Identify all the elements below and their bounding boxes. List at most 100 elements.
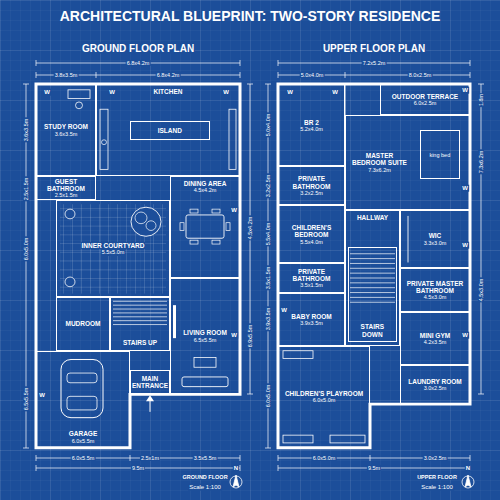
room: KITCHENISLAND bbox=[96, 84, 240, 176]
window-mark: W bbox=[108, 89, 116, 96]
stairs: STAIRS DOWN bbox=[348, 247, 397, 342]
window-mark: W bbox=[461, 87, 469, 94]
dimension: 7.2x5.2m bbox=[362, 60, 387, 66]
outer-wall bbox=[278, 84, 470, 448]
room-name: STAIRS UP bbox=[123, 339, 157, 346]
stairs: STAIRS UP bbox=[110, 297, 170, 350]
room-dimension: 7.3x6.2m bbox=[368, 167, 391, 173]
room: MUDROOM bbox=[56, 297, 110, 350]
room-name: OUTDOOR TERRACE bbox=[392, 93, 458, 100]
dimension: 9.5m bbox=[367, 465, 381, 471]
terrace: OUTDOOR TERRACE6.0x2.5m bbox=[380, 84, 470, 115]
room: PRIVATE MASTER BATHROOM4.5x3.0m bbox=[400, 268, 470, 312]
dimension: 3.6x3.5m bbox=[23, 118, 29, 143]
room-dimension: 3.5x1.5m bbox=[300, 282, 323, 288]
room: MINI GYM4.2x3.5m bbox=[400, 312, 470, 365]
room-name: DINING AREA bbox=[184, 180, 227, 187]
window-mark: W bbox=[222, 89, 230, 96]
dimension: 3.2x2.5m bbox=[265, 174, 271, 199]
compass-circle bbox=[230, 476, 242, 488]
dimension-ticks bbox=[265, 60, 484, 471]
room-dimension: 6.0x5.0m bbox=[313, 397, 336, 403]
window-mark: W bbox=[43, 89, 51, 96]
room-dimension: 4.5x4.2m bbox=[194, 187, 217, 193]
dimension: 6.0x5.0m bbox=[265, 384, 271, 409]
dimension: 3.5x1.5m bbox=[265, 266, 271, 291]
room-dimension: 5.2x4.0m bbox=[300, 126, 323, 132]
room: CHILDREN'S BEDROOM5.5x4.0m bbox=[278, 205, 345, 263]
room-name: MINI GYM bbox=[420, 332, 450, 339]
plan-heading: UPPER FLOOR PLAN bbox=[322, 43, 426, 54]
room-name: PRIVATE BATHROOM bbox=[281, 175, 342, 190]
dimension: 5.0x4.0m bbox=[300, 72, 325, 78]
room-name: MASTER BEDROOM SUITE bbox=[348, 152, 411, 167]
room-dimension: 2.5x1.5m bbox=[55, 192, 78, 198]
room-dimension: 3.6x3.5m bbox=[55, 131, 78, 137]
window-mark: W bbox=[230, 207, 238, 214]
window-mark: W bbox=[286, 89, 294, 96]
wardrobe-rail bbox=[408, 216, 409, 263]
kitchen-island: ISLAND bbox=[130, 121, 210, 140]
sofa bbox=[182, 377, 228, 387]
room-name: BR 2 bbox=[304, 119, 319, 126]
dimension: 4.5x4.2m bbox=[247, 216, 253, 241]
room: STUDY ROOM3.6x3.5m bbox=[36, 84, 96, 176]
room: GUEST BATHROOM2.5x1.5m bbox=[36, 176, 96, 200]
shelf bbox=[330, 435, 365, 443]
dimension-line bbox=[481, 84, 482, 394]
dimension: 6.0x5.5m bbox=[71, 455, 96, 461]
room-name: LAUNDRY ROOM bbox=[408, 378, 461, 385]
dimension: 9.5m bbox=[131, 465, 145, 471]
room-dimension: 6.0x5.5m bbox=[72, 438, 95, 444]
tree-canopy bbox=[146, 221, 156, 231]
room: BABY ROOM3.9x3.5m bbox=[278, 293, 345, 346]
room-name: MUDROOM bbox=[65, 320, 100, 327]
room-dimension: 4.2x3.5m bbox=[424, 339, 447, 345]
counter bbox=[100, 109, 108, 169]
scale-note: GROUND FLOOR bbox=[181, 474, 228, 480]
window-mark: W bbox=[461, 185, 469, 192]
chair bbox=[76, 102, 83, 109]
entrance: MAIN ENTRANCE bbox=[130, 370, 170, 394]
entrance-arrowhead bbox=[146, 395, 154, 401]
room-name: STUDY ROOM bbox=[44, 123, 88, 130]
dining-table bbox=[186, 215, 224, 238]
courtyard-paving bbox=[60, 204, 166, 293]
compass-needle bbox=[233, 475, 239, 487]
scale-note: Scale 1:100 bbox=[188, 484, 222, 491]
room-name: HALLWAY bbox=[357, 214, 388, 221]
room-name: WIC bbox=[429, 232, 442, 239]
hallway: HALLWAY STAIRS DOWN bbox=[345, 210, 400, 346]
chair bbox=[212, 240, 220, 244]
dimension: 3.0x2.5m bbox=[423, 455, 448, 461]
room-name: ISLAND bbox=[158, 127, 182, 134]
chair bbox=[190, 209, 198, 213]
scale-note: UPPER FLOOR bbox=[416, 474, 458, 480]
window-mark: W bbox=[280, 307, 288, 314]
dimension: 5.0x4.0m bbox=[265, 113, 271, 138]
stair-treads bbox=[113, 301, 167, 324]
room-name: STAIRS DOWN bbox=[351, 323, 394, 338]
room-dimension: 3.0x2.5m bbox=[424, 385, 447, 391]
room: PRIVATE BATHROOM3.5x1.5m bbox=[278, 263, 345, 292]
television bbox=[173, 305, 176, 338]
window-mark: W bbox=[38, 392, 46, 399]
room-dimension: 3.2x2.5m bbox=[300, 190, 323, 196]
chair bbox=[226, 223, 230, 231]
room-name: PRIVATE MASTER BATHROOM bbox=[403, 280, 467, 295]
counter bbox=[229, 109, 236, 169]
outer-wall bbox=[36, 84, 240, 448]
dimension: 6.0x5.0m bbox=[312, 455, 337, 461]
dimension: 2.5x1m bbox=[140, 455, 160, 461]
chair bbox=[180, 223, 184, 231]
plant bbox=[65, 277, 75, 287]
room-name: MAIN ENTRANCE bbox=[132, 375, 168, 390]
plan-drawings bbox=[36, 84, 470, 448]
sink bbox=[102, 140, 107, 145]
scale-note: Scale 1:100 bbox=[420, 484, 454, 491]
room: DINING AREA4.5x4.2m bbox=[170, 176, 240, 278]
room-name: CHILDREN'S PLAYROOM bbox=[285, 390, 363, 397]
room: CHILDREN'S PLAYROOM6.0x5.0m bbox=[278, 346, 370, 448]
room-dimension: 6.5x5.5m bbox=[194, 337, 217, 343]
